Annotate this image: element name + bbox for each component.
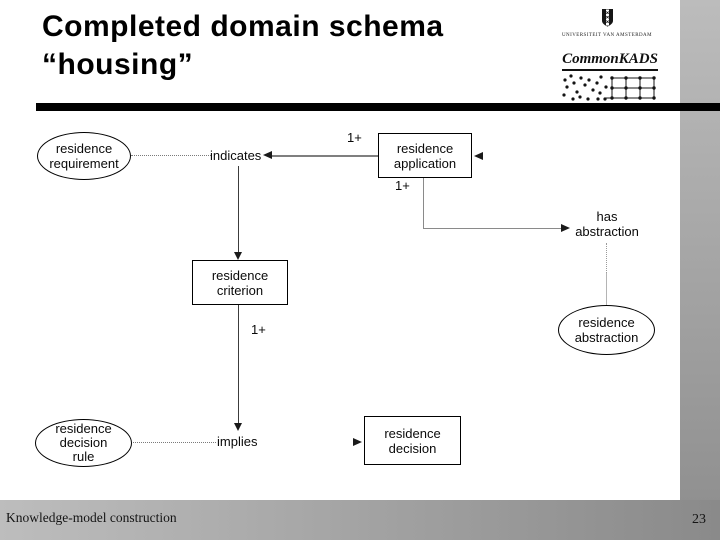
arrowhead-right-icon bbox=[561, 224, 570, 232]
university-name: UNIVERSITEIT VAN AMSTERDAM bbox=[561, 33, 653, 38]
relation-label-line: abstraction bbox=[575, 224, 639, 239]
node-residence-decision-rule: residence decision rule bbox=[35, 419, 132, 467]
node-label: residence bbox=[55, 421, 112, 436]
relation-label-has-abstraction: has abstraction bbox=[565, 209, 649, 239]
connector-criterion-implies bbox=[238, 305, 239, 423]
node-label: requirement bbox=[49, 156, 119, 171]
node-label: residence bbox=[578, 315, 635, 330]
connector-requirement-indicates bbox=[131, 155, 211, 156]
cardinality-label: 1+ bbox=[347, 130, 362, 145]
cardinality-label: 1+ bbox=[251, 322, 266, 337]
connector-hasabstraction-ellipse bbox=[606, 273, 607, 305]
connector-decisionrule-implies bbox=[133, 442, 216, 443]
relation-label-implies: implies bbox=[217, 434, 258, 449]
page-title-line2: “housing” bbox=[42, 48, 194, 81]
arrowhead-left-icon bbox=[474, 152, 483, 160]
connector-indicates-criterion bbox=[238, 166, 239, 252]
node-label: rule bbox=[72, 449, 95, 464]
relation-label-indicates: indicates bbox=[210, 148, 262, 163]
node-label: residence bbox=[384, 425, 441, 441]
arrowhead-down-icon bbox=[234, 252, 242, 260]
connector-hasabstraction-ellipse-dotted bbox=[606, 243, 607, 273]
node-residence-requirement: residence requirement bbox=[37, 132, 131, 180]
university-crest-icon bbox=[601, 9, 614, 32]
node-residence-criterion: residence criterion bbox=[192, 260, 288, 305]
node-label: decision bbox=[59, 435, 108, 450]
footer-course-title: Knowledge-model construction bbox=[6, 510, 177, 525]
arrowhead-down-icon bbox=[234, 423, 242, 431]
node-residence-application: residence application bbox=[378, 133, 472, 178]
footer: Knowledge-model construction 23 bbox=[0, 500, 720, 540]
node-label: residence bbox=[396, 140, 454, 156]
commonkads-wordmark: CommonKADS bbox=[562, 51, 658, 71]
page-title: Completed domain schema “housing” bbox=[42, 8, 602, 84]
node-label: application bbox=[393, 155, 457, 171]
arrowhead-left-icon bbox=[263, 151, 272, 159]
page-title-line1: Completed domain schema bbox=[42, 10, 444, 43]
connector-application-abstraction-h bbox=[423, 228, 562, 229]
arrowhead-right-icon bbox=[353, 438, 362, 446]
right-gradient-bar bbox=[680, 0, 720, 540]
node-label: residence bbox=[55, 141, 113, 156]
node-label: decision bbox=[388, 440, 437, 456]
commonkads-logo: CommonKADS bbox=[561, 50, 659, 106]
page-number: 23 bbox=[692, 512, 706, 527]
node-label: abstraction bbox=[574, 330, 639, 345]
node-residence-decision: residence decision bbox=[364, 416, 461, 465]
node-residence-abstraction: residence abstraction bbox=[558, 305, 655, 355]
cardinality-label: 1+ bbox=[395, 178, 410, 193]
connector-application-abstraction-v bbox=[423, 178, 424, 229]
header-rule bbox=[36, 103, 720, 111]
relation-label-line: has bbox=[596, 209, 618, 224]
university-logo: UNIVERSITEIT VAN AMSTERDAM bbox=[552, 9, 662, 38]
connector-application-indicates bbox=[272, 155, 378, 157]
node-label: criterion bbox=[216, 282, 264, 298]
node-label: residence bbox=[211, 267, 269, 283]
commonkads-pattern-icon bbox=[561, 73, 659, 106]
